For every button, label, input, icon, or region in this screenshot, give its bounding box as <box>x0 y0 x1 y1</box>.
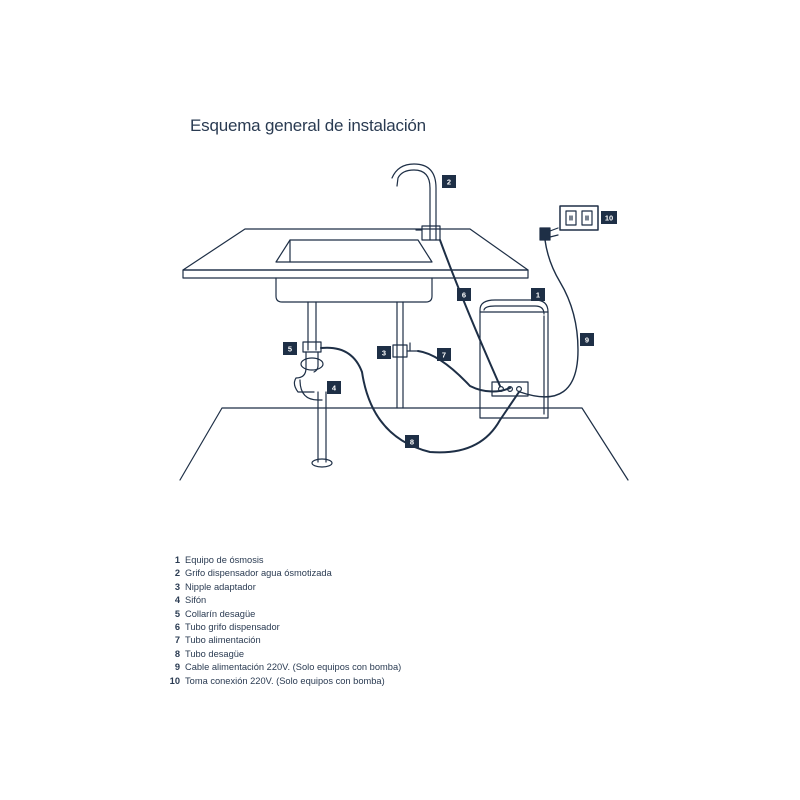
callout-6: 6 <box>457 288 471 301</box>
legend-list: 1 Equipo de ósmosis 2 Grifo dispensador ag… <box>160 554 402 688</box>
legend-item: 7 Tubo alimentación <box>160 634 401 647</box>
legend-item: 9 Cable alimentación 220V. (Solo equipos … <box>160 661 401 674</box>
legend-label: Collarín desagüe <box>185 608 256 619</box>
legend-label: Grifo dispensador agua ósmotizada <box>185 568 332 579</box>
supply-pipe <box>392 301 419 409</box>
legend-item: 2 Grifo dispensador agua ósmotizada <box>160 567 401 580</box>
legend-number: 10 <box>169 675 180 686</box>
wall-socket <box>559 205 599 231</box>
legend-item: 5 Collarín desagüe <box>160 608 401 621</box>
callout-2: 2 <box>442 175 456 188</box>
legend-item: 10 Toma conexión 220V. (Solo equipos con … <box>160 675 401 688</box>
svg-text:3: 3 <box>382 349 386 358</box>
legend-number: 4 <box>174 595 180 606</box>
callout-4: 4 <box>327 381 341 394</box>
legend-number: 2 <box>174 568 180 579</box>
callout-1: 1 <box>531 288 545 301</box>
legend-number: 6 <box>174 621 180 632</box>
legend-label: Sifón <box>185 595 207 606</box>
sink-basin <box>275 239 433 303</box>
legend-label: Tubo alimentación <box>185 635 261 646</box>
faucet-tube <box>439 239 501 387</box>
legend-item: 6 Tubo grifo dispensador <box>160 621 401 634</box>
callout-5: 5 <box>283 342 297 355</box>
floor <box>179 407 629 481</box>
callout-labels: 1 2 3 4 5 6 7 <box>283 175 617 448</box>
legend-number: 5 <box>174 608 180 619</box>
svg-text:9: 9 <box>585 336 589 345</box>
svg-text:2: 2 <box>447 178 451 187</box>
legend-label: Nipple adaptador <box>185 581 256 592</box>
callout-7: 7 <box>437 348 451 361</box>
legend-item: 8 Tubo desagüe <box>160 648 401 661</box>
callout-8: 8 <box>405 435 419 448</box>
legend-label: Tubo desagüe <box>185 648 245 659</box>
callout-3: 3 <box>377 346 391 359</box>
supply-tube <box>417 350 511 393</box>
legend-item: 4 Sifón <box>160 594 401 607</box>
legend-label: Equipo de ósmosis <box>185 555 264 565</box>
page-title: Esquema general de instalación <box>190 116 426 135</box>
svg-text:1: 1 <box>536 291 540 300</box>
countertop <box>182 228 529 279</box>
legend-label: Toma conexión 220V. (Solo equipos con bo… <box>185 675 385 686</box>
svg-text:5: 5 <box>288 345 292 354</box>
callout-9: 9 <box>580 333 594 346</box>
legend-number: 8 <box>174 648 180 659</box>
tubes <box>320 239 520 454</box>
legend-label: Tubo grifo dispensador <box>185 621 280 632</box>
svg-text:4: 4 <box>332 384 337 393</box>
svg-text:10: 10 <box>605 214 613 223</box>
callout-10: 10 <box>601 211 617 224</box>
legend-number: 1 <box>174 555 180 565</box>
drain-tube <box>320 346 520 454</box>
svg-text:8: 8 <box>410 438 414 447</box>
svg-text:7: 7 <box>442 351 446 360</box>
drain-pipe <box>293 301 333 468</box>
power-cable <box>519 227 579 398</box>
legend-item: 3 Nipple adaptador <box>160 581 401 594</box>
svg-text:6: 6 <box>462 291 466 300</box>
legend-label: Cable alimentación 220V. (Solo equipos c… <box>185 662 402 673</box>
legend-number: 3 <box>174 581 180 592</box>
legend-number: 7 <box>174 635 180 646</box>
legend-number: 9 <box>174 662 180 673</box>
faucet-icon <box>391 163 441 241</box>
legend-item: 1 Equipo de ósmosis <box>160 554 401 567</box>
